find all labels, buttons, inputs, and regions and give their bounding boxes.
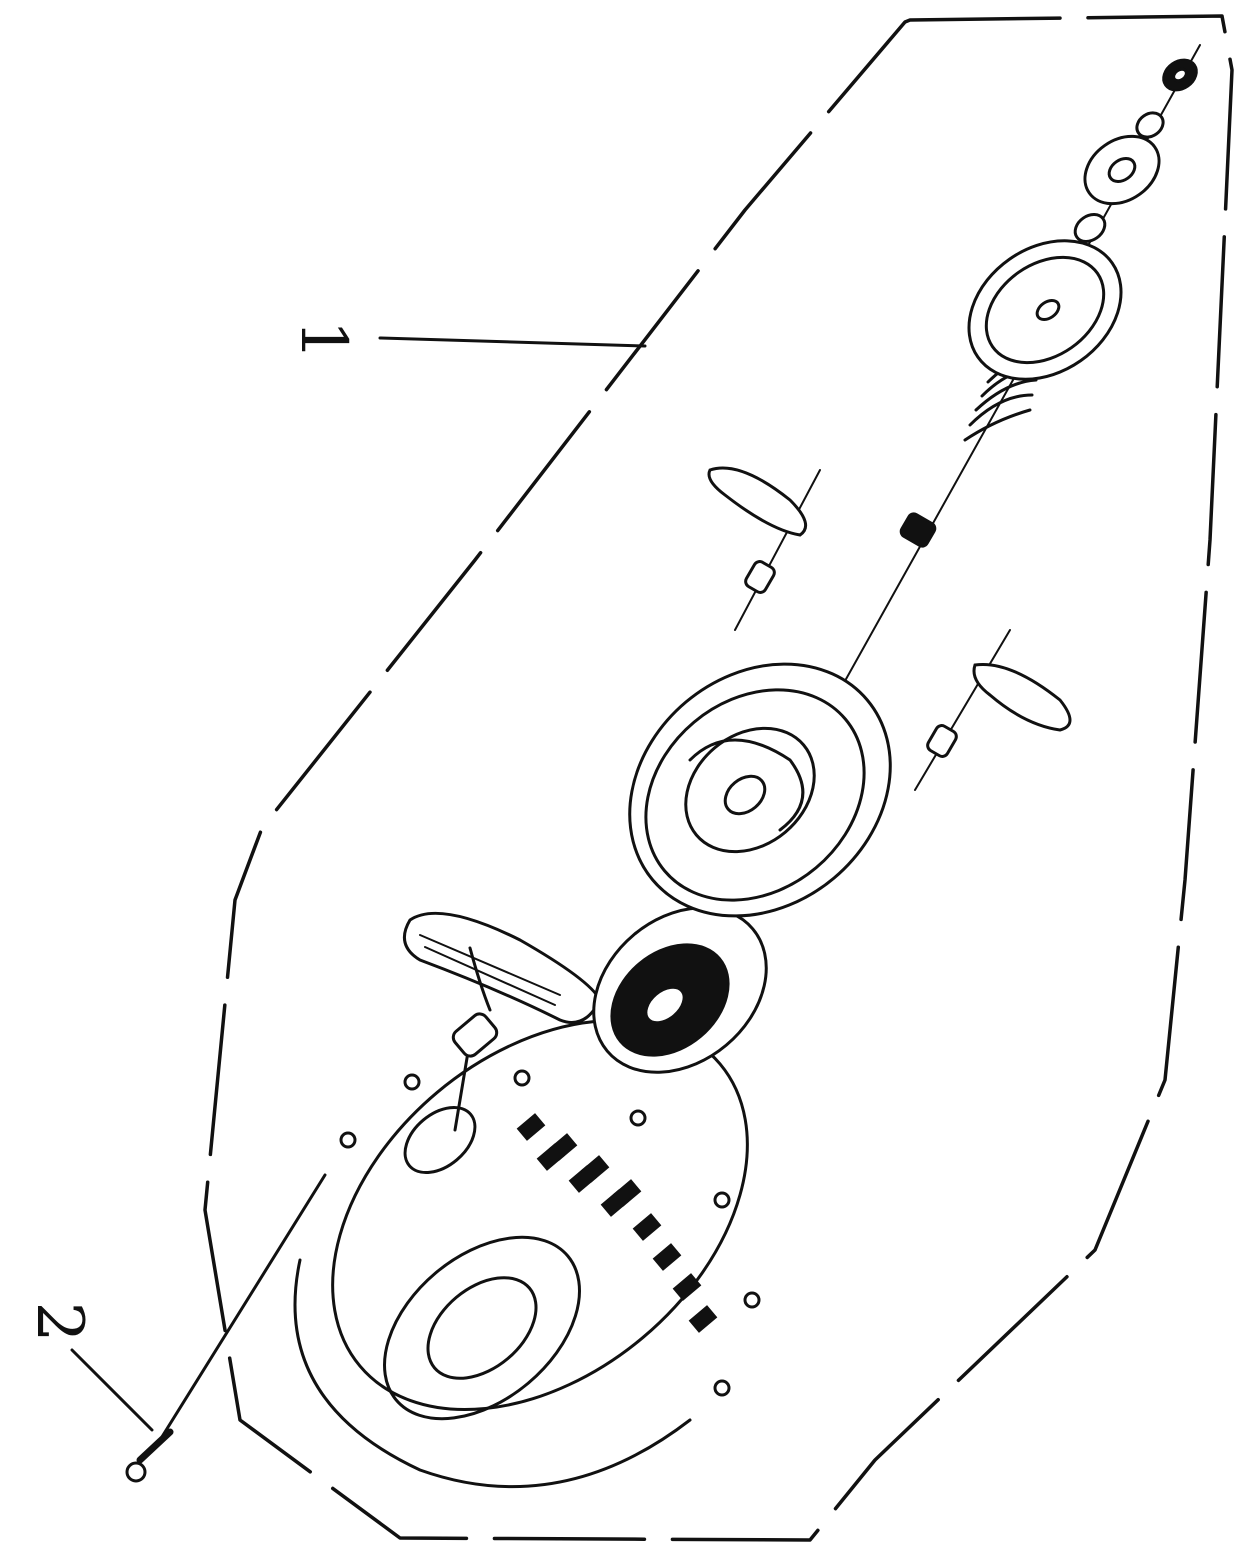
rope-pulley: [628, 662, 892, 918]
upper-pawl: [707, 466, 821, 631]
callout-1-label: 1: [286, 320, 360, 361]
housing-vent-grid: [516, 1113, 718, 1333]
washer-lower: [1073, 213, 1107, 243]
mounting-screw: [125, 1173, 327, 1483]
rope-handle: [402, 911, 602, 1175]
washer-upper: [1135, 111, 1165, 139]
top-nut: [1162, 58, 1198, 92]
callout-1-leader: [378, 336, 647, 348]
friction-plate: [967, 239, 1123, 381]
recoil-spring-cassette: [592, 906, 768, 1074]
assembly-boundary: [203, 14, 1234, 1542]
callout-2-leader: [70, 1348, 154, 1432]
retainer-disc: [1083, 134, 1161, 206]
center-bushing: [899, 512, 937, 548]
callout-2-label: 2: [22, 1302, 96, 1343]
lower-pawl: [914, 629, 1072, 791]
